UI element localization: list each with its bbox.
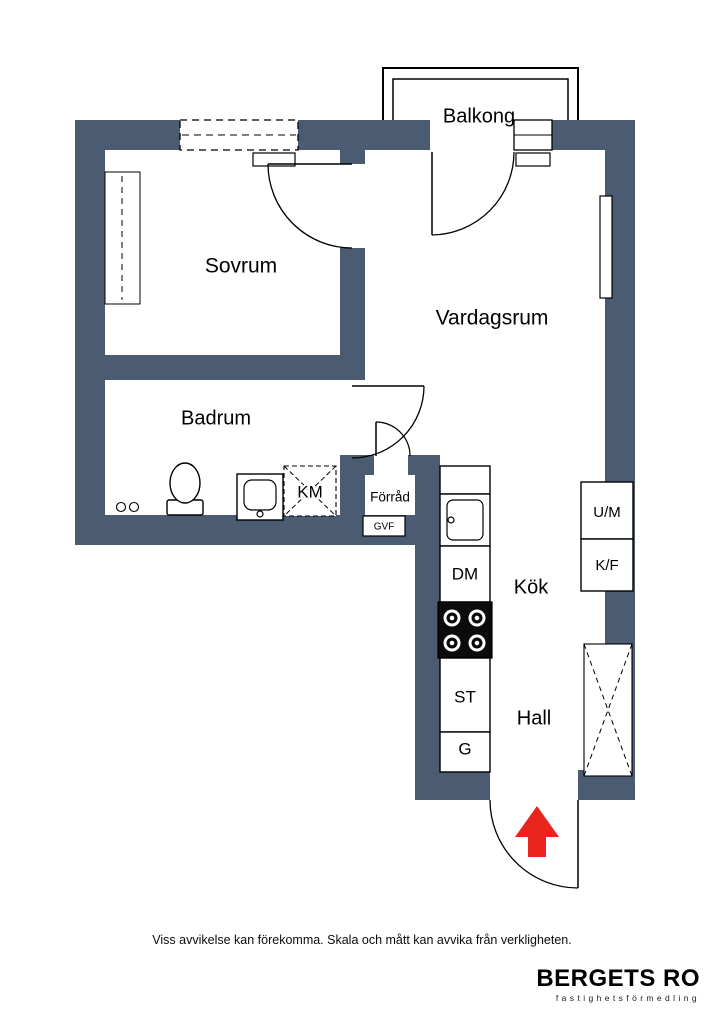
sovrum-label: Sovrum [205,255,277,278]
entrance-arrow-head [515,806,559,837]
cabinet-g [439,731,491,773]
wall-forrad-top-left [340,455,374,475]
radiator-vardagsrum [515,152,551,167]
entrance-arrow-stem [528,837,546,857]
doors [267,151,579,889]
wall-top-mid [298,120,430,150]
disclaimer-text: Viss avvikelse kan förekomma. Skala och … [152,933,572,947]
wall-sovrum-vardagsrum [340,248,365,355]
room-labels: Balkong Sovrum Vardagsrum Badrum KM Förr… [181,105,621,758]
km-diagonal-2 [283,465,337,517]
radiator-sovrum [252,152,296,167]
st-label: ST [454,687,476,706]
tap-icon [128,501,140,513]
badrum-door-arc [351,385,425,459]
wall-bottom-hall-left [415,770,490,800]
bathroom-sink-basin [243,479,277,511]
badrum-label: Badrum [181,407,251,429]
radiator-right-wall [599,195,613,299]
balkong-label: Balkong [443,105,515,127]
toilet-bowl [169,462,201,504]
brand-tagline: fastighetsförmedling [555,993,700,1004]
hall-label: Hall [517,707,551,729]
floor-drain-icon [115,501,127,513]
burner-core [474,615,480,621]
washing-machine-space [283,465,337,517]
um-unit [580,481,634,540]
sovrum-wardrobe [104,171,141,305]
kf-label: K/F [595,557,618,574]
entrance-arrow [515,806,559,857]
wall-forrad-top-right [408,455,440,475]
sovrum-door-arc [267,163,353,249]
burners [443,609,486,652]
dishwasher-cabinet [439,545,491,603]
g-label: G [458,739,471,758]
balcony-outer-rail [382,67,579,150]
vardagsrum-label: Vardagsrum [436,307,549,330]
forrad-label: Förråd [370,490,410,505]
balcony-door-arc [431,151,515,236]
kitchen-sink-faucet [447,516,455,524]
wall-sovrum-badrum [105,355,365,380]
wall-kitchen-west [415,455,440,770]
tall-cabinet-st [439,657,491,733]
stove [437,601,493,659]
kitchen-sink-basin [446,499,484,541]
walls [75,120,635,800]
um-label: U/M [593,504,621,521]
dm-label: DM [452,564,478,583]
entrance-door-arc [489,799,579,889]
hall-wardrobe-diag-2 [583,643,633,777]
kok-label: Kök [514,576,549,598]
gvf-box [362,515,406,537]
burner-core [449,615,455,621]
fixtures [104,171,634,777]
brand-name: BERGETS RO [536,965,700,992]
brand-block: BERGETS RO fastighetsförmedling [536,966,700,1003]
kitchen-cabinets [437,465,493,773]
hall-wardrobe-diag-1 [583,643,633,777]
wall-sovrum-door-stub [340,150,365,164]
hall-wardrobe [583,643,633,777]
windows [179,119,613,299]
bathroom-sink-faucet [256,510,264,518]
wall-left [75,120,105,545]
stove-top [437,601,493,659]
forrad-door-arc [375,421,411,457]
balcony-inner-rail [392,78,569,150]
balcony-railing [382,67,579,150]
burner-core [449,640,455,646]
gvf-label: GVF [374,522,395,533]
counter-segment [439,465,491,495]
kf-unit [580,538,634,592]
burner-core [474,640,480,646]
km-label: KM [297,482,323,501]
